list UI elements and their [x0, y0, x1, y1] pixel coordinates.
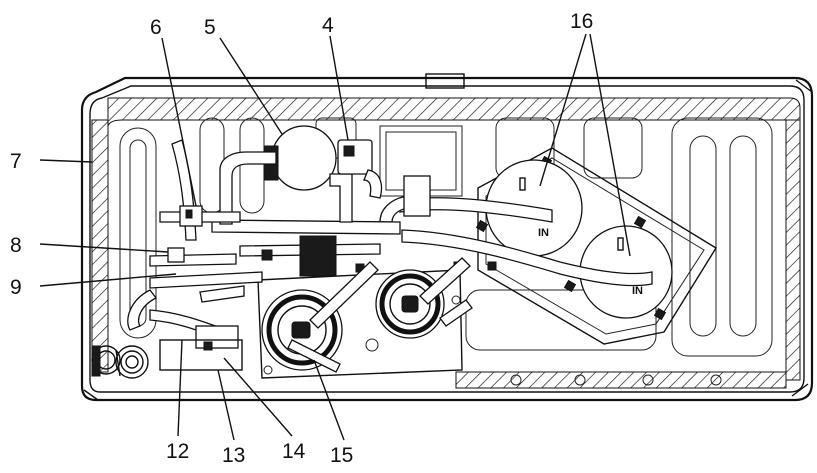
callout-14: 14 [282, 440, 306, 463]
callout-16: 16 [570, 10, 593, 33]
compressor-mount-plate [257, 269, 463, 379]
central-manifold [261, 175, 497, 277]
compressor-right [375, 257, 473, 339]
insulation-hatch [107, 97, 801, 127]
base-panel-ribs [119, 117, 773, 386]
callout-15: 15 [330, 444, 353, 467]
bottom-left-coil [91, 345, 149, 379]
tank-piping [211, 195, 653, 287]
callout-4: 4 [322, 14, 334, 37]
callout-labels: 16 4 5 6 7 8 9 12 13 14 15 [10, 10, 593, 467]
leader-lines [39, 33, 631, 441]
callout-7: 7 [10, 150, 22, 173]
callout-6: 6 [150, 16, 162, 39]
callout-13: 13 [222, 444, 245, 467]
tank-right-port-label: IN [632, 285, 643, 297]
left-pipework [127, 139, 263, 371]
callout-9: 9 [10, 276, 22, 299]
callout-8: 8 [10, 234, 22, 257]
tank-left-port-label: IN [538, 227, 549, 239]
compressor-left [261, 261, 379, 373]
casing [80, 73, 814, 402]
valve-block [337, 139, 383, 199]
callout-5: 5 [204, 16, 216, 39]
callout-12: 12 [166, 440, 189, 463]
